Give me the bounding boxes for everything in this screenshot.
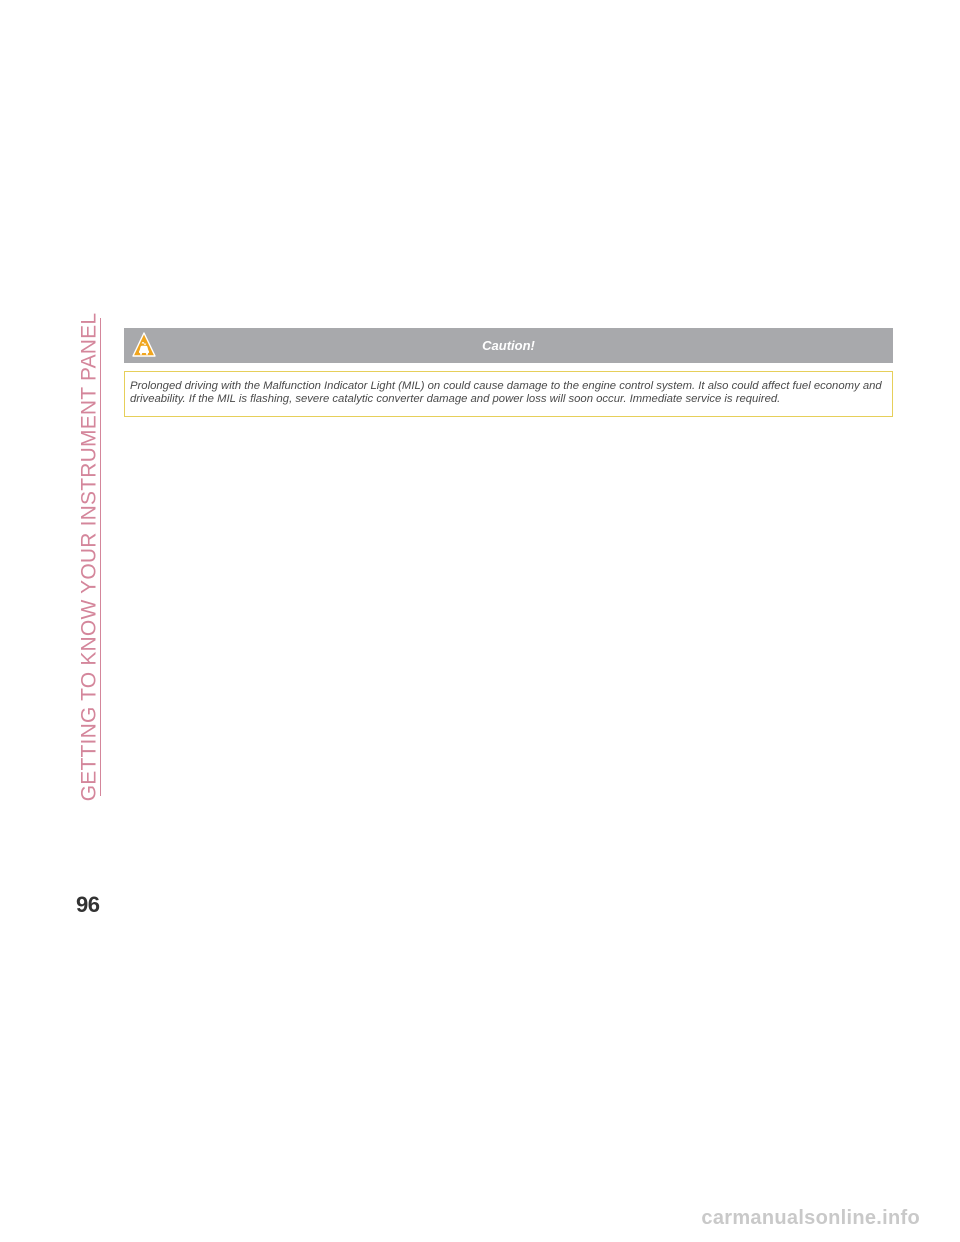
watermark: carmanualsonline.info: [701, 1207, 920, 1229]
section-title: GETTING TO KNOW YOUR INSTRUMENT PANEL: [77, 312, 101, 802]
caution-title: Caution!: [482, 338, 535, 353]
caution-box: Caution! Prolonged driving with the Malf…: [124, 328, 893, 417]
page-number: 96: [76, 892, 100, 917]
car-warning-icon: [132, 332, 156, 357]
caution-header: Caution!: [124, 328, 893, 363]
section-title-vertical: GETTING TO KNOW YOUR INSTRUMENT PANEL: [76, 313, 102, 802]
caution-text: Prolonged driving with the Malfunction I…: [124, 371, 893, 417]
section-divider: [100, 318, 101, 796]
